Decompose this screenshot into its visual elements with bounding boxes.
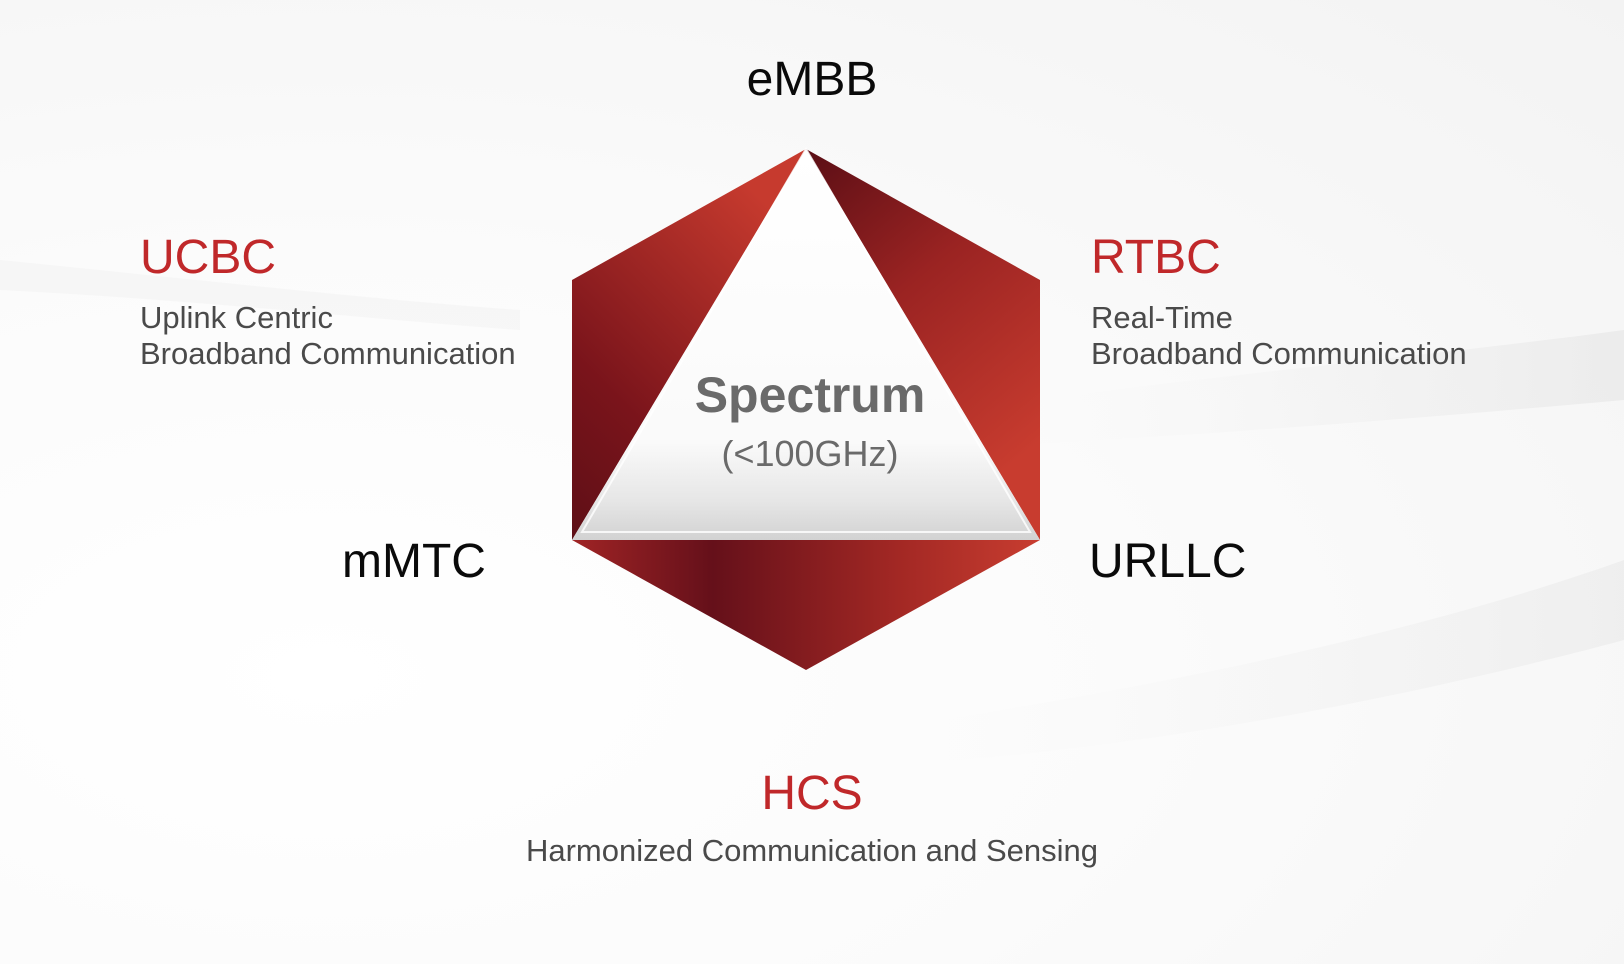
rtbc-description-line-2: Broadband Communication: [1091, 336, 1467, 371]
spectrum-title: Spectrum: [694, 367, 926, 423]
hexagon-bottom-face: [572, 540, 1040, 670]
rtbc-description: Real-Time Broadband Communication: [1091, 300, 1467, 372]
mmtc-label: mMTC: [342, 535, 486, 588]
ucbc-description: Uplink Centric Broadband Communication: [140, 300, 516, 372]
ucbc-description-line-1: Uplink Centric: [140, 300, 333, 335]
hcs-description: Harmonized Communication and Sensing: [525, 833, 1099, 868]
ucbc-description-line-2: Broadband Communication: [140, 336, 516, 371]
spectrum-hexagon-diagram: [572, 147, 1040, 670]
hcs-label: HCS: [761, 767, 863, 820]
rtbc-description-line-1: Real-Time: [1091, 300, 1233, 335]
rtbc-label: RTBC: [1091, 231, 1221, 284]
triangle-highlight: [580, 147, 1032, 533]
embb-label: eMBB: [746, 53, 878, 106]
spectrum-range: (<100GHz): [721, 433, 899, 474]
urllc-label: URLLC: [1089, 535, 1247, 588]
ucbc-label: UCBC: [140, 231, 277, 284]
spectrum-triangle: [572, 149, 1040, 540]
